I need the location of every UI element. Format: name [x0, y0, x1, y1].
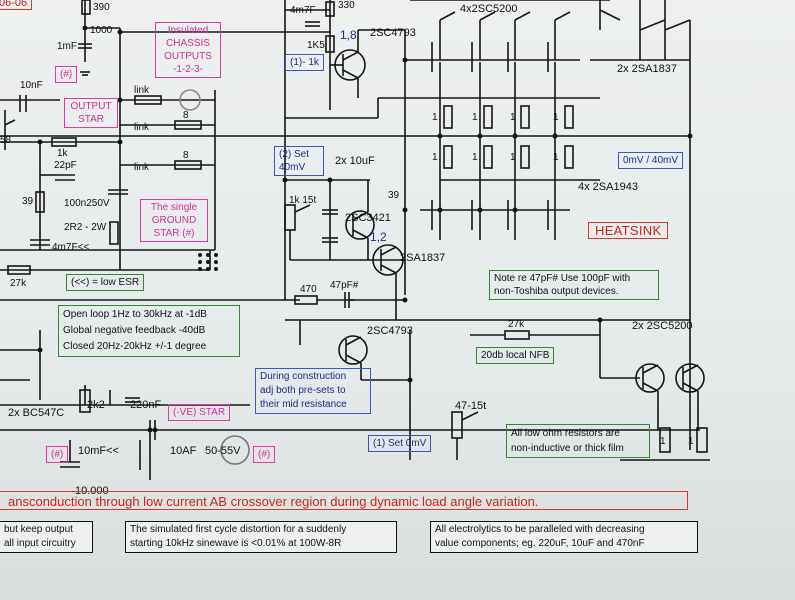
- hash-marker-3: (#): [253, 446, 276, 463]
- capacitor-100n250v-label: 100n250V: [64, 198, 110, 209]
- resistor-39-mid-label: 39: [388, 190, 400, 201]
- capacitor-1mf-label: 1mF: [57, 41, 77, 52]
- capacitor-4m7f-esr-label: 4m7F<<: [52, 242, 90, 253]
- resistor-8-a-label: 8: [183, 110, 189, 121]
- resistor-470-label: 470: [300, 284, 317, 295]
- transistor-2sc3421-label: 2SC3421: [345, 212, 391, 224]
- low-esr-note: (<<) = low ESR: [66, 274, 145, 291]
- capacitor-47pf-label: 47pF#: [330, 280, 359, 291]
- resistor-1-e-label: 1: [432, 152, 438, 163]
- link-1-label: link: [134, 85, 150, 96]
- resistor-1-c-label: 1: [510, 112, 516, 123]
- resistor-1-b-label: 1: [472, 112, 478, 123]
- transistor-2x2sc5200-label: 2x 2SC5200: [632, 320, 693, 332]
- transistor-4x2sc5200-label: 4x2SC5200: [460, 3, 518, 15]
- transistor-2sc4793-mid-label: 2SC4793: [367, 325, 413, 337]
- transistor-4x2sa1943-label: 4x 2SA1943: [578, 181, 638, 193]
- resistor-8-b-label: 8: [183, 150, 189, 161]
- trimmer-47-15t-label: 47-15t: [455, 400, 487, 412]
- minus-1k-note: (1)- 1k: [285, 54, 324, 71]
- capacitor-10nf-label: 10nF: [20, 80, 43, 91]
- capacitor-220nf-label: 220nF: [130, 399, 162, 411]
- resistor-1k5-label: 1K5: [307, 40, 325, 51]
- resistor-2r2-2w-label: 2R2 - 2W: [64, 222, 107, 233]
- heatsink-label: HEATSINK: [588, 222, 669, 239]
- mv-readout-note: 0mV / 40mV: [618, 152, 684, 169]
- resistor-1-i-label: 1: [660, 436, 666, 447]
- local-nfb-note: 20db local NFB: [476, 347, 555, 364]
- voltage-1-8-label: 1,8: [340, 28, 357, 42]
- simulated-distortion-note: The simulated first cycle distortion for…: [125, 521, 397, 553]
- voltage-1-2-label: 1,2: [370, 230, 387, 244]
- capacitor-4m7f-label: 4m7F: [290, 5, 316, 16]
- set-0mv-note: (1) Set 0mV: [368, 435, 432, 452]
- resistor-2k2-label: 2k2: [87, 399, 105, 411]
- transistor-2x2sa1837-label: 2x 2SA1837: [617, 63, 677, 75]
- capacitor-22pf-label: 22pF: [54, 160, 77, 171]
- voltage-10af-label: 10AF: [170, 445, 197, 457]
- resistor-27k-nfb-label: 27k: [508, 319, 525, 330]
- page-header-fragment: 06-06: [0, 0, 33, 10]
- resistor-39-left-label: 39: [22, 196, 34, 207]
- voltage-50-55v-label: 50-55V: [205, 445, 241, 457]
- resistor-1-g-label: 1: [510, 152, 516, 163]
- resistor-1-d-label: 1: [553, 112, 559, 123]
- hash-marker-2: (#): [46, 446, 69, 463]
- link-2-label: link: [134, 122, 150, 133]
- minus-ve-star-note: (-VE) STAR: [168, 404, 231, 421]
- trimmer-1k-15t-label: 1k 15t: [289, 195, 317, 206]
- transistor-2sa1837-mid-label: 2SA1837: [400, 252, 446, 264]
- link-3-label: link: [134, 162, 150, 173]
- transistor-2xbc547c-label: 2x BC547C: [8, 407, 65, 419]
- hash-marker-1: (#): [55, 66, 78, 83]
- electrolytics-note: All electrolytics to be paralleled with …: [430, 521, 698, 553]
- resistor-27k-left-label: 27k: [10, 278, 27, 289]
- resistor-1-j-label: 1: [688, 436, 694, 447]
- resistor-330-label: 330: [338, 0, 355, 11]
- crossover-banner: ansconduction through low current AB cro…: [0, 491, 688, 510]
- capacitor-10mf-label: 10mF<<: [78, 445, 119, 457]
- capacitor-2x10uf-label: 2x 10uF: [335, 155, 375, 167]
- transistor-2sc4793-top-label: 2SC4793: [370, 27, 416, 39]
- resistor-1k-label: 1k: [57, 148, 68, 159]
- transistor-58-label: 58: [0, 135, 12, 146]
- resistor-1-a-label: 1: [432, 112, 438, 123]
- resistor-390-label: 390: [93, 2, 110, 13]
- resistor-1-h-label: 1: [553, 152, 559, 163]
- capacitor-1000-label: 1000: [90, 25, 113, 36]
- resistor-1-f-label: 1: [472, 152, 478, 163]
